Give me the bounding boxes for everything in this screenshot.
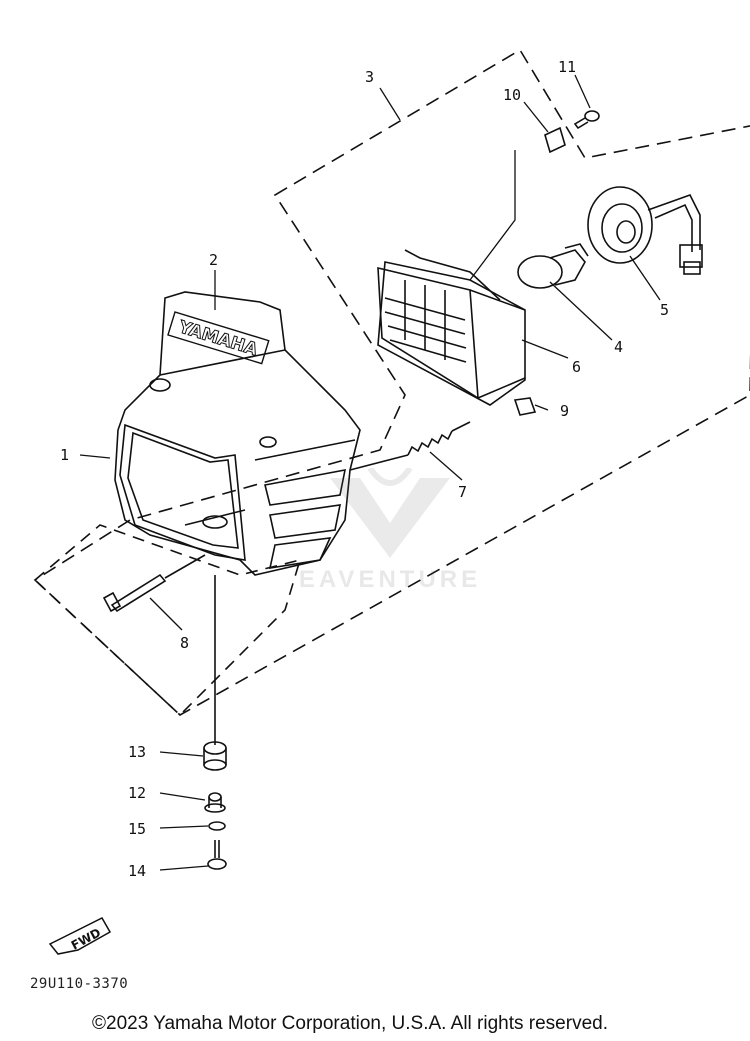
washer-15 (208, 821, 226, 831)
collar-12 (204, 792, 226, 813)
bolt-8 (102, 554, 206, 613)
callout-4: 4 (614, 338, 623, 356)
callout-5: 5 (660, 301, 669, 319)
clip-10 (544, 126, 566, 154)
callout-13: 13 (128, 743, 146, 761)
callout-15: 15 (128, 820, 146, 838)
leader-lines (79, 74, 661, 871)
callout-8: 8 (180, 634, 189, 652)
cowl-brand-text: YAMAHA (175, 317, 260, 360)
assembly-outline-8 (33, 524, 302, 717)
callout-1: 1 (60, 446, 69, 464)
fwd-arrow-text: FWD (69, 926, 103, 953)
callout-14: 14 (128, 862, 146, 880)
assembly-outline-3 (33, 48, 750, 716)
adjuster-spring (349, 421, 471, 471)
nut-9 (513, 397, 537, 416)
fwd-arrow: FWD (48, 917, 112, 955)
callout-7: 7 (458, 483, 467, 501)
callout-11: 11 (558, 58, 576, 76)
headlight-unit (377, 249, 526, 406)
headlight-bulb (517, 243, 589, 289)
yamaha-emblem: YAMAHA (167, 311, 270, 365)
bulb-socket (587, 186, 703, 275)
callout-12: 12 (128, 784, 146, 802)
callout-6: 6 (572, 358, 581, 376)
grommet-13 (203, 741, 227, 771)
callout-3: 3 (365, 68, 374, 86)
callout-10: 10 (503, 86, 521, 104)
callout-9: 9 (560, 402, 569, 420)
screw-11 (573, 110, 600, 130)
headlight-cowl (114, 291, 361, 576)
callout-2: 2 (209, 251, 218, 269)
copyright-footer: ©2023 Yamaha Motor Corporation, U.S.A. A… (92, 1013, 608, 1034)
diagram-reference-code: 29U110-3370 (30, 976, 129, 992)
screw-14 (207, 840, 227, 870)
